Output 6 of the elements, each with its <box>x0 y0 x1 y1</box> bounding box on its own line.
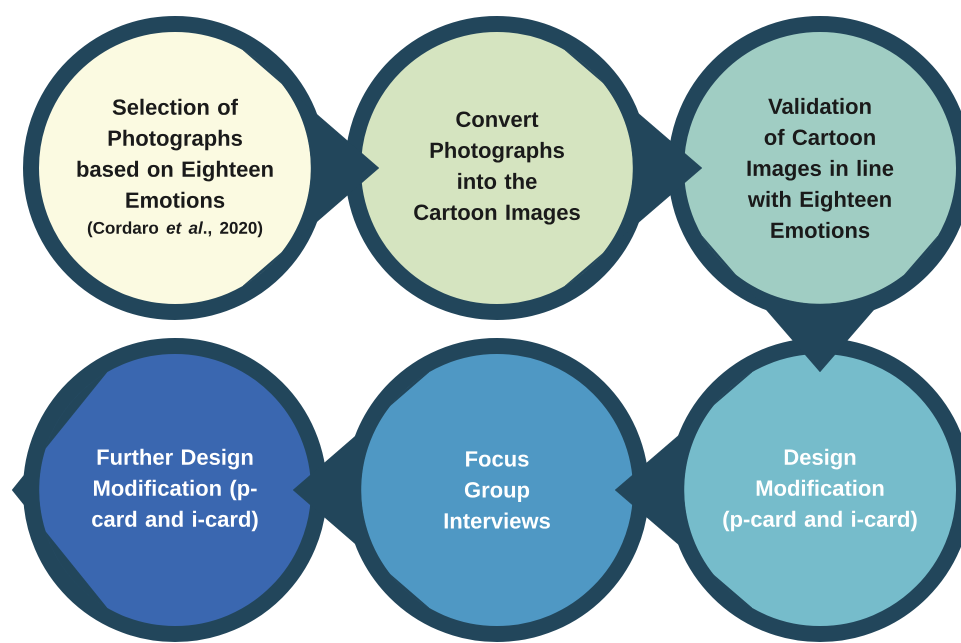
arrow-tip <box>702 236 938 372</box>
arrow-tip <box>614 372 752 608</box>
arrow-tip <box>292 372 430 608</box>
arrow-tip <box>564 50 702 286</box>
arrow-tip <box>12 372 108 608</box>
arrow-tip <box>242 50 380 286</box>
